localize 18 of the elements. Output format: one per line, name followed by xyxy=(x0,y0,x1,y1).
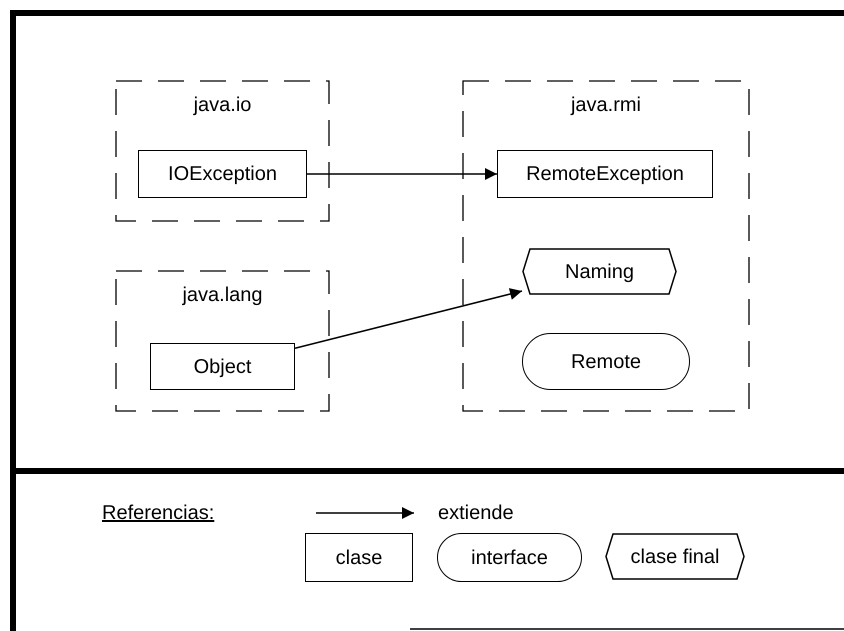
arrow xyxy=(307,168,497,180)
final-class-hexagon: clase final xyxy=(605,533,745,580)
final-class-hexagon: Naming xyxy=(522,248,677,295)
package-frame xyxy=(115,270,330,412)
package-frame xyxy=(115,80,330,222)
legend-text: extiende xyxy=(438,501,514,526)
class-box: Object xyxy=(150,343,295,390)
class-box: RemoteException xyxy=(497,150,713,198)
package-name: java.io xyxy=(192,93,252,118)
class-box: clase xyxy=(305,533,413,582)
interface-pill: Remote xyxy=(522,333,690,390)
interface-pill: interface xyxy=(437,533,582,582)
arrow xyxy=(294,288,522,349)
package-name: java.rmi xyxy=(570,93,642,118)
class-box: IOException xyxy=(138,150,307,198)
legend-heading: Referencias: xyxy=(102,501,214,526)
package-frame xyxy=(462,80,750,412)
package-name: java.lang xyxy=(181,283,264,308)
